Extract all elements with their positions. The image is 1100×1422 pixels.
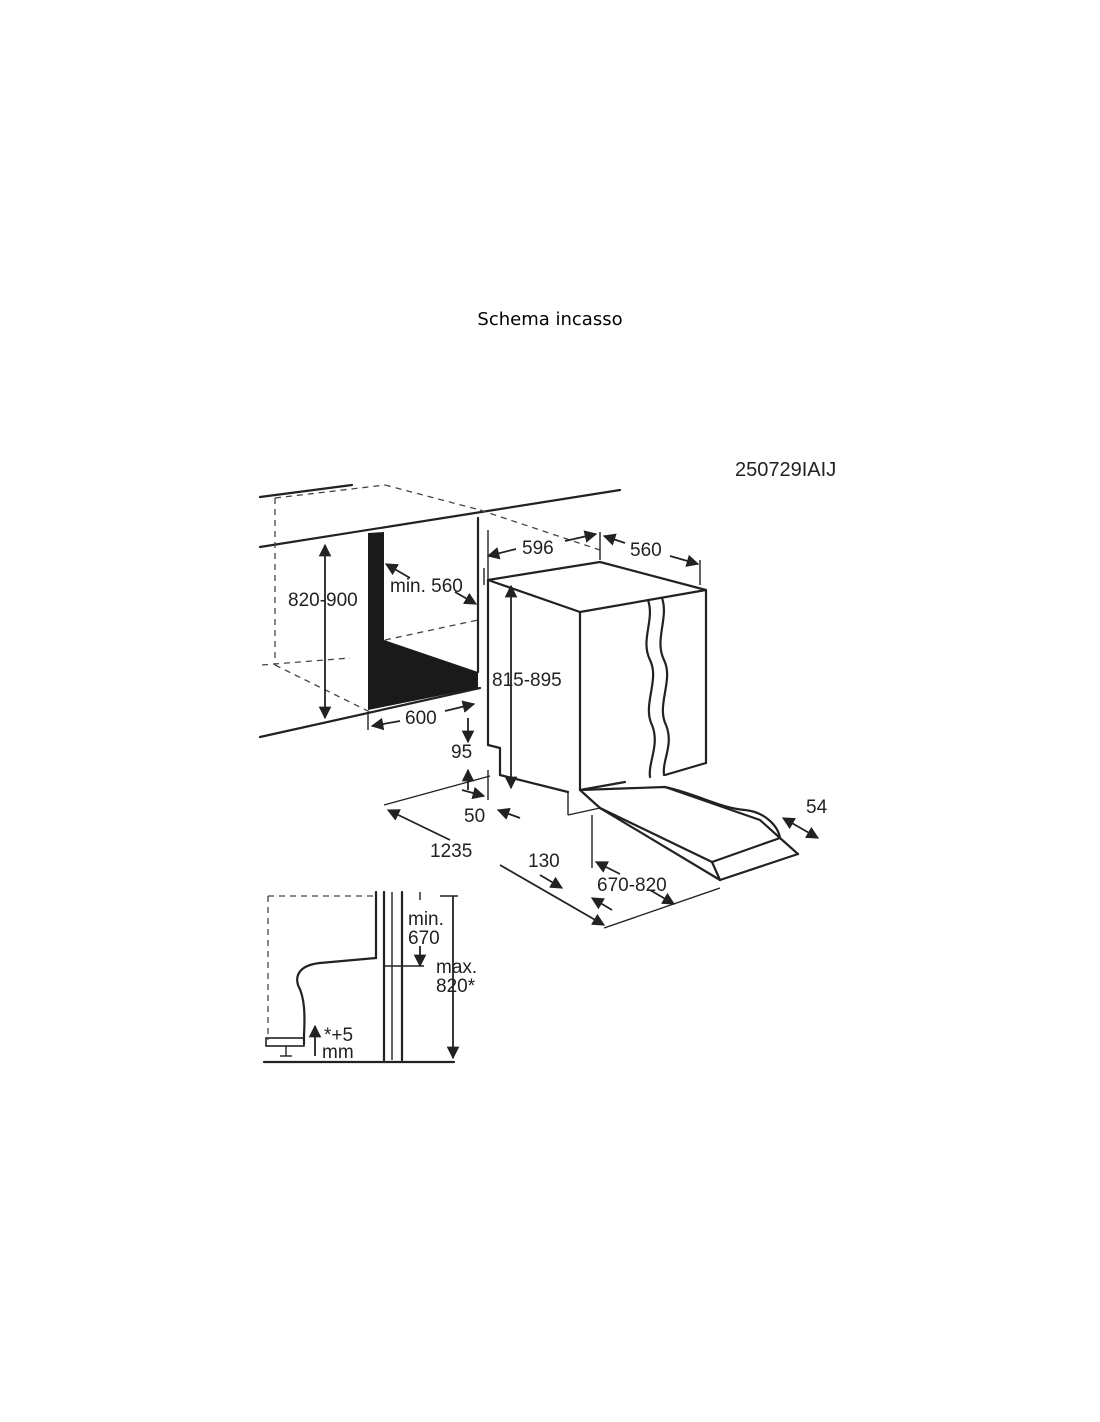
dim-appliance-height: 815-895 (492, 670, 562, 691)
niche-wall-shape (368, 532, 478, 710)
detail-min-label: min. (408, 909, 444, 930)
cabinet-niche: 820-900 min. 560 600 (258, 483, 622, 739)
appliance-body (486, 560, 800, 882)
detail-adjust-unit: mm (322, 1042, 354, 1063)
diagram-code: 250729IAIJ (735, 459, 836, 481)
appliance-dimensions: 250729IAIJ 596 560 815-895 95 50 1235 (383, 459, 836, 929)
dim-depth: 560 (630, 540, 662, 561)
page-title: Schema incasso (477, 309, 623, 330)
detail-adjust-value: *+5 (324, 1025, 353, 1046)
dim-niche-min-depth: min. 560 (390, 576, 463, 597)
dim-niche-width: 600 (405, 708, 437, 729)
detail-max-value: 820* (436, 976, 476, 997)
dim-niche-height: 820-900 (288, 590, 358, 611)
dim-door-130: 130 (528, 851, 560, 872)
dim-width: 596 (522, 538, 554, 559)
dim-side-54: 54 (806, 797, 828, 818)
detail-min-value: 670 (408, 928, 440, 949)
detail-inset: min. 670 max. 820* *+5 mm (262, 890, 477, 1064)
dim-door-range: 670-820 (597, 875, 667, 896)
detail-max-label: max. (436, 957, 477, 978)
dim-total-depth: 1235 (430, 841, 472, 862)
dim-offset-95: 95 (451, 742, 472, 763)
dim-offset-50: 50 (464, 806, 485, 827)
